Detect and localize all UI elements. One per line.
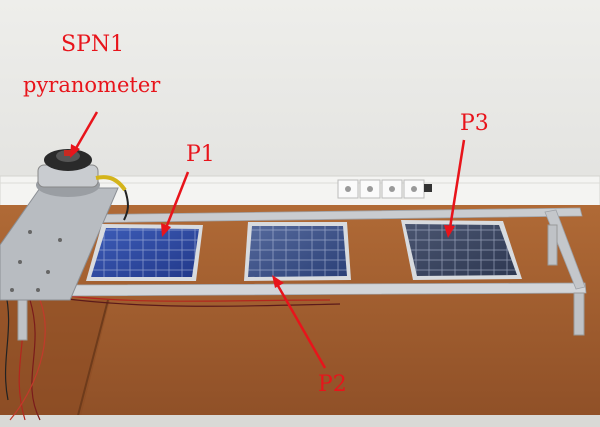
spn1-pyranometer bbox=[36, 149, 129, 221]
pyranometer-label-line2: pyranometer bbox=[23, 73, 161, 97]
annotation-arrows bbox=[70, 111, 466, 369]
solar-panel-p2 bbox=[244, 222, 351, 281]
mounting-plate bbox=[0, 187, 119, 301]
panel-label-p3: P3 bbox=[460, 111, 489, 136]
panel-label-p2: P2 bbox=[318, 372, 347, 397]
solar-panel-p1 bbox=[86, 224, 203, 281]
pyranometer-label-line1: SPN1 bbox=[61, 32, 125, 57]
wall-sockets bbox=[337, 179, 432, 199]
wall bbox=[0, 0, 600, 205]
solar-panel-p3 bbox=[401, 220, 522, 280]
panel-label-p1: P1 bbox=[186, 142, 215, 167]
